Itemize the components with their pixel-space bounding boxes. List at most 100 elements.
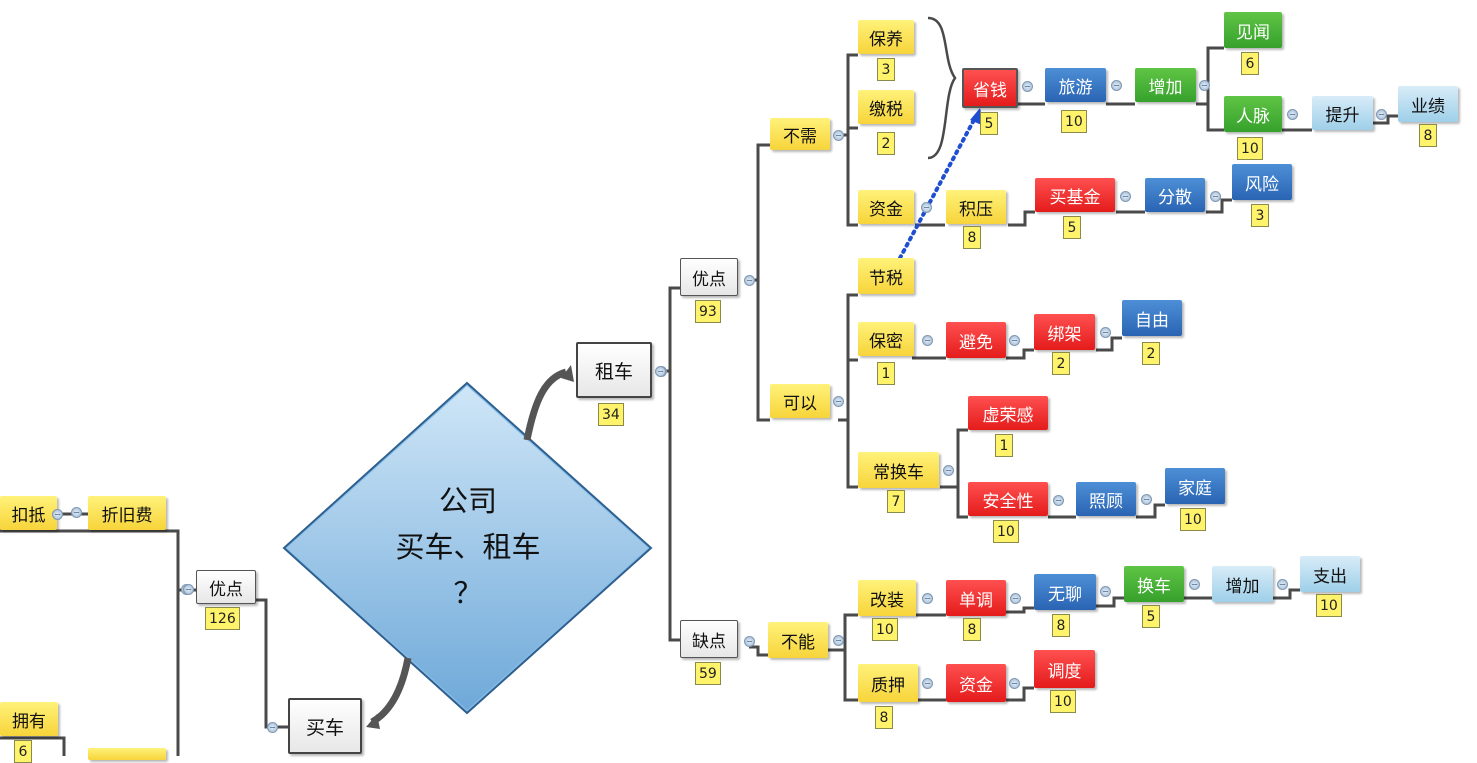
topic-increase-1[interactable]: 增加 xyxy=(1135,68,1196,102)
topic-diversify[interactable]: 分散 xyxy=(1145,178,1205,212)
topic-insight[interactable]: 见闻 xyxy=(1224,12,1282,48)
collapse-toggle-icon[interactable]: − xyxy=(1199,80,1210,91)
central-line-3: ？ xyxy=(453,576,483,610)
topic-privacy[interactable]: 保密 xyxy=(858,322,914,356)
topic-buy-fund[interactable]: 买基金 xyxy=(1035,178,1115,212)
topic-maintenance[interactable]: 保养 xyxy=(858,20,914,54)
score-badge-rent-cons: 59 xyxy=(695,662,721,685)
topic-depreciation[interactable]: 折旧费 xyxy=(88,496,166,530)
topic-modify[interactable]: 改装 xyxy=(858,580,916,616)
collapse-toggle-icon[interactable]: − xyxy=(655,366,666,377)
collapse-toggle-icon[interactable]: − xyxy=(1009,335,1020,346)
topic-pledge[interactable]: 质押 xyxy=(858,664,918,702)
topic-capital[interactable]: 资金 xyxy=(858,190,914,224)
collapse-toggle-icon[interactable]: − xyxy=(1210,191,1221,202)
topic-swap-car[interactable]: 换车 xyxy=(1124,566,1184,602)
topic-expense[interactable]: 支出 xyxy=(1300,556,1360,592)
topic-dispatch[interactable]: 调度 xyxy=(1034,650,1095,688)
collapse-toggle-icon[interactable]: − xyxy=(52,509,63,520)
score-badge-network: 10 xyxy=(1237,137,1263,160)
topic-tax-saving[interactable]: 节税 xyxy=(858,258,914,294)
connector-center-to-rent xyxy=(523,368,568,441)
collapse-toggle-icon[interactable]: − xyxy=(943,465,954,476)
topic-performance[interactable]: 业绩 xyxy=(1398,86,1458,122)
collapse-toggle-icon[interactable]: − xyxy=(1189,579,1200,590)
topic-partial[interactable] xyxy=(88,748,166,760)
collapse-toggle-icon[interactable]: − xyxy=(1277,579,1288,590)
collapse-toggle-icon[interactable]: − xyxy=(71,507,82,518)
topic-increase-2[interactable]: 增加 xyxy=(1212,566,1273,602)
collapse-toggle-icon[interactable]: − xyxy=(1010,593,1021,604)
topic-freedom[interactable]: 自由 xyxy=(1122,300,1182,336)
collapse-toggle-icon[interactable]: − xyxy=(921,202,932,213)
topic-avoid[interactable]: 避免 xyxy=(946,322,1006,358)
topic-save-money[interactable]: 省钱 xyxy=(962,68,1018,108)
score-badge-rent-pros: 93 xyxy=(695,300,721,323)
collapse-toggle-icon[interactable]: − xyxy=(1100,327,1111,338)
topic-change-car[interactable]: 常换车 xyxy=(858,452,939,488)
topic-no-need[interactable]: 不需 xyxy=(770,118,830,150)
collapse-toggle-icon[interactable]: − xyxy=(833,396,844,407)
topic-vanity[interactable]: 虚荣感 xyxy=(968,396,1048,430)
topic-family[interactable]: 家庭 xyxy=(1165,468,1225,504)
score-badge-modify: 10 xyxy=(872,618,898,641)
collapse-toggle-icon[interactable]: − xyxy=(1100,586,1111,597)
collapse-toggle-icon[interactable]: − xyxy=(1053,495,1064,506)
topic-can[interactable]: 可以 xyxy=(770,384,830,418)
topic-safety[interactable]: 安全性 xyxy=(968,482,1048,516)
topic-care[interactable]: 照顾 xyxy=(1076,482,1136,516)
topic-cannot[interactable]: 不能 xyxy=(768,622,828,658)
topic-improve[interactable]: 提升 xyxy=(1312,96,1373,130)
topic-backlog[interactable]: 积压 xyxy=(946,190,1006,224)
topic-risk[interactable]: 风险 xyxy=(1232,164,1292,200)
collapse-toggle-icon[interactable]: − xyxy=(183,584,194,595)
relationship-arrow xyxy=(898,116,977,260)
summary-brace xyxy=(927,16,957,160)
topic-buy-pros[interactable]: 优点 xyxy=(196,570,256,604)
score-badge-backlog: 8 xyxy=(963,226,981,249)
collapse-toggle-icon[interactable]: − xyxy=(744,636,755,647)
score-badge-insight: 6 xyxy=(1241,52,1259,75)
collapse-toggle-icon[interactable]: − xyxy=(833,635,844,646)
topic-own[interactable]: 拥有 xyxy=(0,702,58,736)
collapse-toggle-icon[interactable]: − xyxy=(1120,191,1131,202)
collapse-toggle-icon[interactable]: − xyxy=(833,130,844,141)
topic-kidnap[interactable]: 绑架 xyxy=(1034,314,1095,350)
collapse-toggle-icon[interactable]: − xyxy=(1287,109,1298,120)
topic-rent-cons[interactable]: 缺点 xyxy=(680,620,738,658)
topic-deduct[interactable]: 扣抵 xyxy=(0,496,57,530)
score-badge-family: 10 xyxy=(1180,508,1206,531)
collapse-toggle-icon[interactable]: − xyxy=(1022,81,1033,92)
topic-funds[interactable]: 资金 xyxy=(946,664,1006,702)
score-badge-tax: 2 xyxy=(877,132,895,155)
score-badge-save-money: 5 xyxy=(980,112,998,135)
collapse-toggle-icon[interactable]: − xyxy=(744,275,755,286)
collapse-toggle-icon[interactable]: − xyxy=(1111,80,1122,91)
score-badge-buy-fund: 5 xyxy=(1063,216,1081,239)
collapse-toggle-icon[interactable]: − xyxy=(267,722,278,733)
topic-travel[interactable]: 旅游 xyxy=(1045,68,1106,102)
topic-tax[interactable]: 缴税 xyxy=(858,90,914,124)
topic-rent[interactable]: 租车 xyxy=(576,342,652,398)
collapse-toggle-icon[interactable]: − xyxy=(922,593,933,604)
collapse-toggle-icon[interactable]: − xyxy=(922,335,933,346)
score-badge-swap-car: 5 xyxy=(1142,605,1160,628)
central-topic-fill xyxy=(287,386,648,710)
collapse-toggle-icon[interactable]: − xyxy=(1009,678,1020,689)
topic-rent-pros[interactable]: 优点 xyxy=(680,258,738,296)
score-badge-change-car: 7 xyxy=(887,490,905,513)
topic-buy[interactable]: 买车 xyxy=(288,698,362,754)
topic-monotone[interactable]: 单调 xyxy=(946,580,1006,616)
collapse-toggle-icon[interactable]: − xyxy=(1141,494,1152,505)
topic-boring[interactable]: 无聊 xyxy=(1034,574,1096,610)
collapse-toggle-icon[interactable]: − xyxy=(922,678,933,689)
central-topic-label[interactable]: 公司 买车、租车 ？ xyxy=(360,478,576,616)
score-badge-performance: 8 xyxy=(1419,124,1437,147)
collapse-toggle-icon[interactable]: − xyxy=(1376,109,1387,120)
score-badge-freedom: 2 xyxy=(1142,342,1160,365)
score-badge-privacy: 1 xyxy=(877,362,895,385)
score-badge-safety: 10 xyxy=(993,520,1019,543)
topic-network[interactable]: 人脉 xyxy=(1224,96,1282,132)
score-badge-own: 6 xyxy=(14,740,32,763)
